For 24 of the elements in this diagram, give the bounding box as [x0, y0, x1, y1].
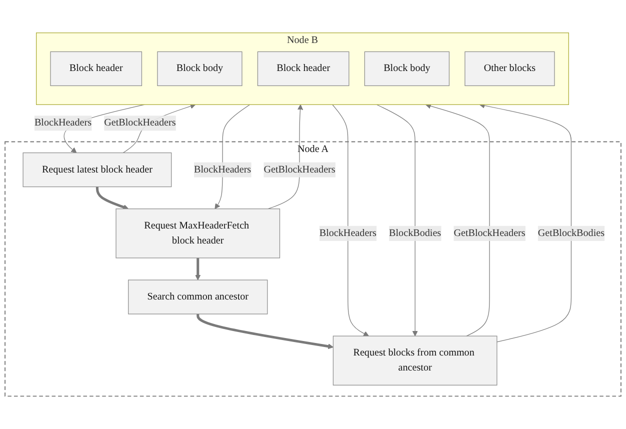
- arrow: [376, 104, 418, 336]
- node-box: Request MaxHeaderFetch block header: [116, 208, 280, 258]
- node-box: Block header: [50, 51, 142, 86]
- edge-label: GetBlockHeaders: [104, 118, 176, 128]
- edge-label: BlockBodies: [389, 228, 442, 238]
- arrow: [332, 104, 369, 336]
- node-box: Block body: [157, 51, 242, 86]
- arrow: [96, 186, 129, 210]
- node-box: Request latest block header: [22, 152, 172, 188]
- arrow: [479, 102, 572, 342]
- node-box: Block header: [257, 51, 350, 86]
- edge-label: BlockHeaders: [319, 228, 376, 238]
- arrow: [425, 103, 490, 336]
- node-box: Other blocks: [464, 51, 555, 86]
- node-box: Request blocks from common ancestor: [332, 336, 498, 386]
- edge-label: GetBlockHeaders: [454, 228, 526, 238]
- node-box: Search common ancestor: [128, 280, 268, 314]
- edge-label: GetBlockBodies: [538, 228, 605, 238]
- edge-label: GetBlockHeaders: [264, 164, 336, 175]
- edge-label: BlockHeaders: [34, 118, 92, 128]
- edge-label: BlockHeaders: [194, 164, 252, 175]
- node-box: Block body: [364, 51, 450, 86]
- arrow: [195, 258, 201, 280]
- arrow: [196, 314, 334, 350]
